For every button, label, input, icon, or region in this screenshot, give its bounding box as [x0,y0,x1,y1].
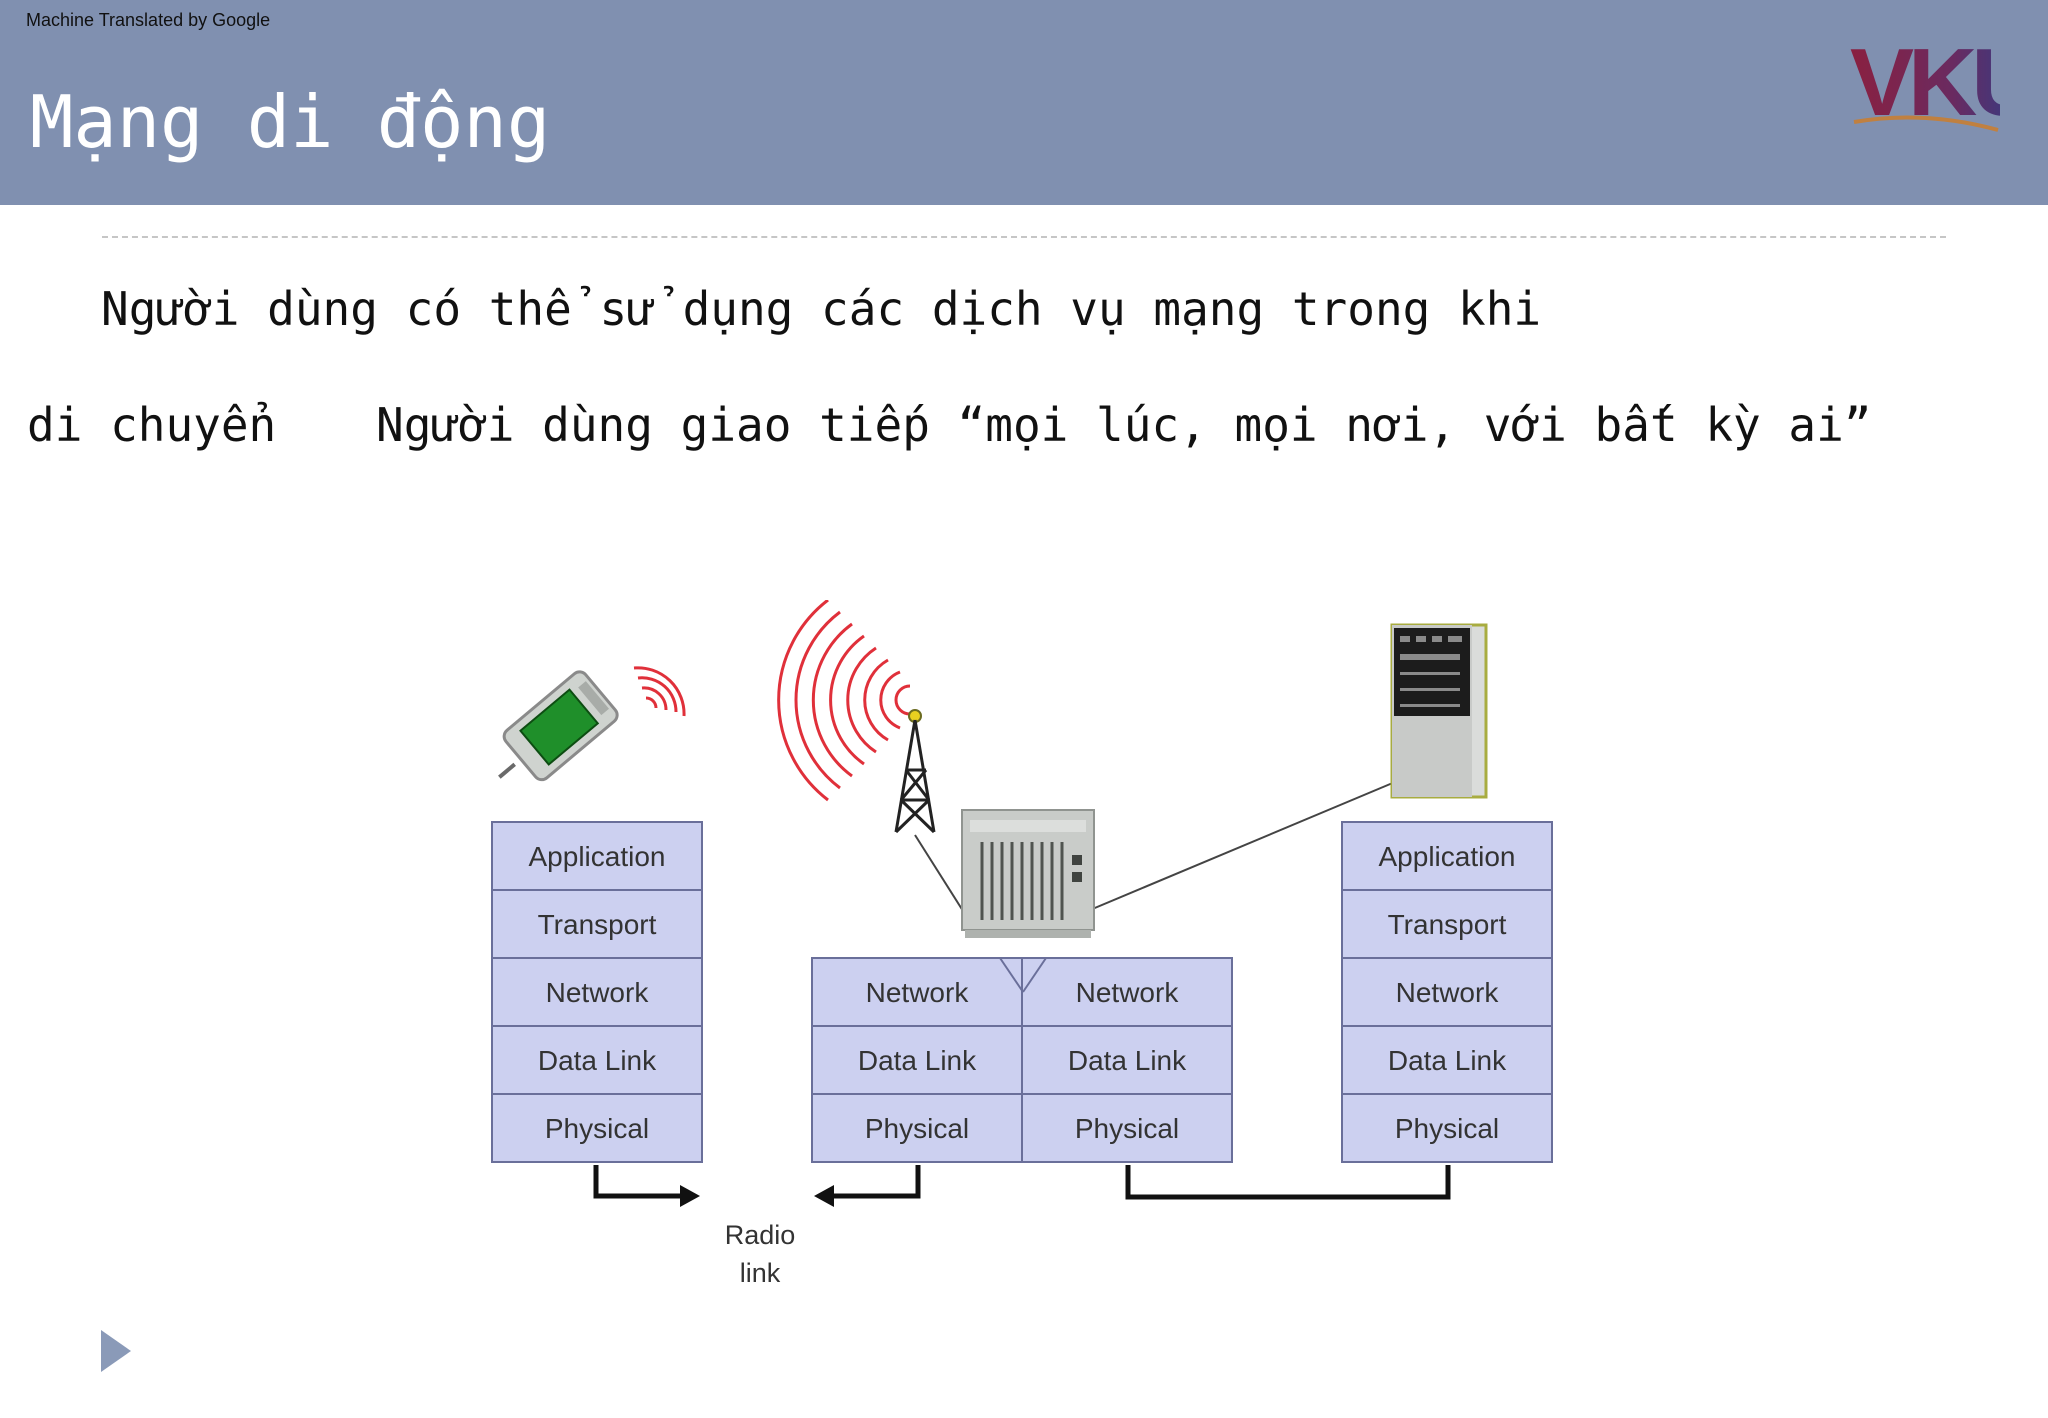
slide-title: Mạng di động [30,80,551,164]
mobile-stack-cell [491,821,703,891]
server-icon [1390,623,1488,799]
mobile-stack-label: Data Link [538,1045,657,1076]
base-right-stack-cell [1021,1093,1233,1163]
base-left-stack-label: Physical [865,1113,969,1144]
translation-note: Machine Translated by Google [26,10,271,30]
server-stack-cell [1341,957,1553,1027]
base-right-stack-label: Data Link [1068,1045,1187,1076]
mobile-stack-cell [491,889,703,959]
radio-tower-icon [777,600,936,834]
server-stack-label: Network [1396,977,1500,1008]
base-station-switch-icon [961,809,1095,938]
server-stack-label: Physical [1395,1113,1499,1144]
base-right-stack-cell [1021,957,1233,1027]
body-line-2-part-2: Người dùng giao tiếp “mọi lúc, mọi nơi, … [376,398,1872,452]
mobile-stack-label: Transport [538,909,657,940]
vku-logo-icon: VKU [1850,30,2000,136]
mobile-device-icon [498,666,686,782]
mobile-stack-label: Physical [545,1113,649,1144]
base-left-stack-cell [811,1093,1023,1163]
radio-link-label-2: link [740,1258,781,1288]
body-line-2-part-1: di chuyển [27,398,277,452]
base-left-stack-label: Network [866,977,970,1008]
body-line-1: Người dùng có thể sử dụng các dịch vụ mạ… [101,282,1542,336]
top-divider [102,236,1946,238]
play-arrow-icon [101,1330,131,1372]
base-right-stack-label: Network [1076,977,1180,1008]
slide-header: Machine Translated by Google Mạng di độn… [0,0,2048,205]
base-right-stack-cell [1021,1025,1233,1095]
mobile-stack-cell [491,1025,703,1095]
base-left-stack-label: Data Link [858,1045,977,1076]
base-right-stack-label: Physical [1075,1113,1179,1144]
server-stack-label: Transport [1388,909,1507,940]
mobile-stack-label: Network [546,977,650,1008]
server-stack-label: Data Link [1388,1045,1507,1076]
mobile-stack-label: Application [529,841,666,872]
server-stack-cell [1341,1025,1553,1095]
base-left-stack-cell [811,957,1023,1027]
server-stack-label: Application [1379,841,1516,872]
server-stack-cell [1341,1093,1553,1163]
radio-link-label-1: Radio [725,1220,796,1250]
server-stack-cell [1341,821,1553,891]
mobile-stack-cell [491,1093,703,1163]
